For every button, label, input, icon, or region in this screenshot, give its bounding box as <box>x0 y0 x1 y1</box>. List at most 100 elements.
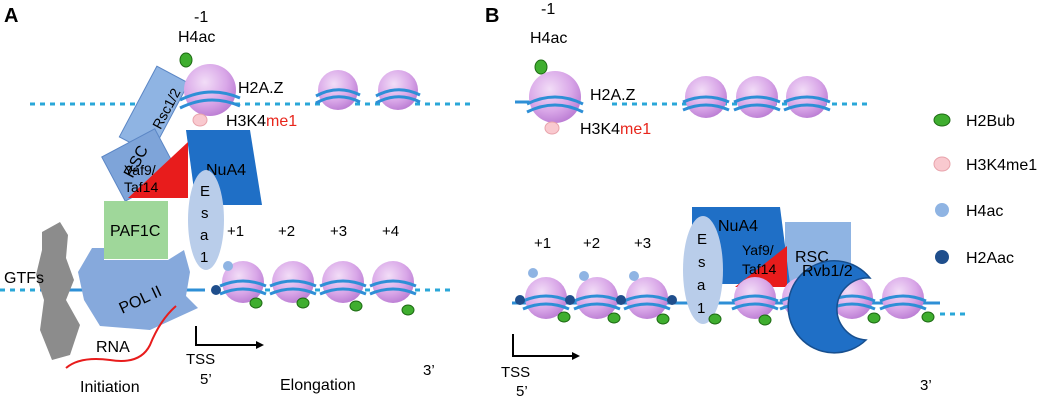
b-rsc-label: RSC <box>795 249 829 266</box>
tss-label: TSS <box>186 351 215 368</box>
five-prime-label: 5’ <box>200 371 212 388</box>
b-nucleosome-top-1 <box>682 76 730 118</box>
b-yaf9-triangle <box>735 246 787 287</box>
esa1-s: s <box>201 205 209 222</box>
nucleosome-minus1 <box>179 64 241 116</box>
b-esa1-e: E <box>697 231 707 248</box>
b-tss-arrowhead <box>572 352 580 360</box>
gtfs: GTFs <box>4 222 80 360</box>
b-h2bub-dot-7 <box>921 311 935 323</box>
b-h4ac-dot-3 <box>629 271 639 281</box>
h2bub-dot-a4 <box>401 304 415 316</box>
b-esa1-s: s <box>698 254 706 271</box>
b-h2bub-dot-1 <box>557 311 571 323</box>
b-tss-arrow <box>512 334 572 357</box>
panel-a-letter: A <box>4 5 18 27</box>
b-nucleosome-plus2 <box>573 277 621 319</box>
b-five-prime-label: 5’ <box>516 383 528 400</box>
h2aac-dot-a <box>211 285 221 295</box>
h3k4me1-mark <box>192 113 208 127</box>
b-h2bub-dot-6 <box>867 312 881 324</box>
h2bub-dot-a3 <box>349 300 363 312</box>
legend-item-h3k4me1: H3K4me1 <box>933 156 1037 174</box>
three-prime-label: 3’ <box>423 362 435 379</box>
esa1-e: E <box>200 183 210 200</box>
elongation-label: Elongation <box>280 377 356 394</box>
b-h2bub-dot-2 <box>607 312 621 324</box>
h4ac-dot-a <box>223 261 233 271</box>
pol-ii-shape <box>78 248 198 330</box>
esa1-1: 1 <box>200 249 208 266</box>
h2bub-dot-a2 <box>296 297 310 309</box>
legend-label-h2aac: H2Aac <box>966 250 1014 267</box>
initiation-label: Initiation <box>80 379 140 396</box>
b-esa1-1: 1 <box>697 300 705 317</box>
h4ac-mark <box>179 52 193 68</box>
b-taf14-label: Taf14 <box>742 261 776 277</box>
yaf9-triangle <box>128 142 188 198</box>
b-nucleosome-minus1 <box>526 71 584 123</box>
esa1: E s a 1 <box>188 170 224 270</box>
paf1c-label: PAF1C <box>110 223 160 240</box>
b-tss-label: TSS <box>501 364 530 381</box>
b-nucleosome-top-3 <box>783 76 831 118</box>
nucleosome-plus1 <box>219 261 267 303</box>
b-h3k4me1-mark <box>544 121 560 135</box>
pol-ii: POL II <box>78 248 198 330</box>
panel-b-letter: B <box>485 5 499 27</box>
b-nucleosome-plus7 <box>879 277 927 319</box>
legend-item-h4ac: H4ac <box>935 203 1003 220</box>
label-h4ac: H4ac <box>178 29 215 46</box>
b-nucleosome-top-2 <box>733 76 781 118</box>
b-label-h4ac: H4ac <box>530 30 567 47</box>
b-yaf9-taf14: Yaf9/ Taf14 <box>735 242 787 287</box>
yaf9-taf14: Yaf9/ Taf14 <box>124 142 188 198</box>
nucleosome-plus4 <box>369 261 417 303</box>
b-yaf9-label: Yaf9/ <box>742 242 774 258</box>
legend-label-h2bub: H2Bub <box>966 113 1015 130</box>
legend-swatch-h2bub <box>933 113 951 127</box>
b-pos-label-3: +3 <box>634 235 651 252</box>
h2bub-dot-a1 <box>249 297 263 309</box>
b-h2bub-dot-5 <box>758 314 772 326</box>
legend-item-h2aac: H2Aac <box>935 250 1014 267</box>
panel-b: B -1 H4ac H2A.Z H3K4me1 +1 +2 +3 <box>485 1 965 400</box>
legend-item-h2bub: H2Bub <box>933 113 1015 130</box>
nucleosome-top-1 <box>315 70 361 110</box>
rna-strand <box>65 305 177 369</box>
b-h2bub-dot-3 <box>656 313 670 325</box>
pos-label-1: +1 <box>227 223 244 240</box>
nucleosome-core <box>184 64 236 116</box>
b-label-h3k4me1: H3K4me1 <box>580 121 651 138</box>
b-h2aac-dot-1 <box>515 295 525 305</box>
b-h2aac-dot-3 <box>616 295 626 305</box>
yaf9-label: Yaf9/ <box>124 162 156 178</box>
tss-arrow <box>195 326 256 346</box>
b-esa1: E s a 1 <box>683 216 723 324</box>
pos-label-4: +4 <box>382 223 399 240</box>
b-esa1-a: a <box>697 277 706 294</box>
b-h2aac-dot-2 <box>565 295 575 305</box>
rna-label: RNA <box>96 339 130 356</box>
panel-a: A -1 H4ac Rsc1/2 RSC H2A.Z H3K4me1 <box>0 5 470 396</box>
pos-label-2: +2 <box>278 223 295 240</box>
b-pos-label-2: +2 <box>583 235 600 252</box>
b-nucleosome-plus4 <box>731 277 779 319</box>
b-label-h2az: H2A.Z <box>590 87 636 104</box>
esa1-a: a <box>200 227 209 244</box>
gtfs-shape <box>36 222 80 360</box>
paf1c-box <box>104 201 168 259</box>
b-h4ac-dot-2 <box>579 271 589 281</box>
legend-swatch-h3k4me1 <box>933 156 951 172</box>
label-h2az: H2A.Z <box>238 80 284 97</box>
legend-swatch-h4ac <box>935 203 949 217</box>
b-h4ac-mark <box>534 59 548 75</box>
b-label-minus1: -1 <box>541 1 555 18</box>
legend: H2Bub H3K4me1 H4ac H2Aac <box>933 113 1037 267</box>
b-pos-label-1: +1 <box>534 235 551 252</box>
label-h3k4me1: H3K4me1 <box>226 113 297 130</box>
esa1-ellipse <box>188 170 224 270</box>
b-nua4-label: NuA4 <box>718 218 758 235</box>
nucleosome-plus2 <box>269 261 317 303</box>
